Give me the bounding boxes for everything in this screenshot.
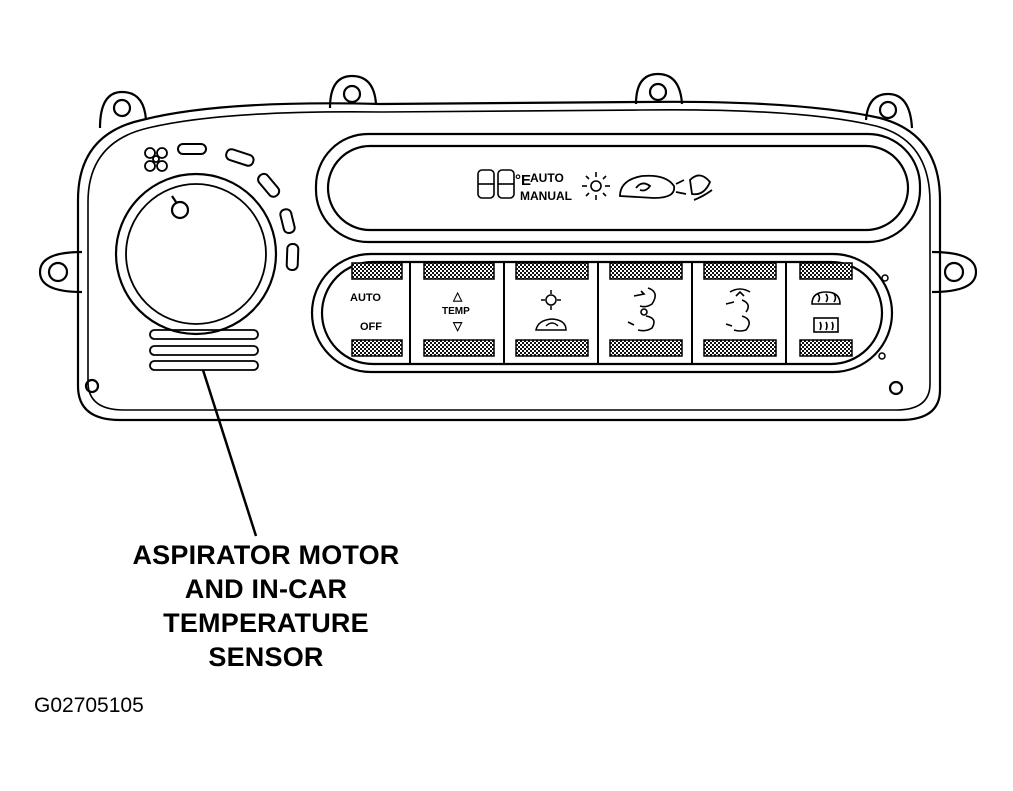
mounting-ear-top-center-right [634, 72, 684, 105]
button-rear-defrost[interactable] [799, 262, 853, 357]
fan-icon [144, 147, 168, 172]
mounting-ear-top-right [864, 92, 914, 129]
recirculation-icon [619, 174, 676, 199]
bezel-inner [87, 109, 931, 411]
temp-button-label: TEMP [442, 306, 470, 317]
button-panel-floor[interactable] [609, 262, 683, 357]
auto-button-label[interactable]: AUTO [350, 292, 381, 304]
button-strip-outer [310, 252, 894, 374]
button-auto-off[interactable]: AUTO OFF [350, 262, 403, 357]
figure-id: G02705105 [34, 694, 144, 717]
screw-hole-bottom-left [84, 378, 100, 394]
mode-manual-text: MANUAL [520, 189, 572, 203]
button-ac-recirc[interactable] [515, 262, 589, 357]
mounting-ear-top-left [98, 90, 148, 129]
display-window-outer [314, 132, 922, 244]
blower-speed-knob[interactable] [114, 172, 278, 336]
display-window-inner [326, 144, 910, 232]
button-strip-inner [320, 260, 884, 366]
indicator-dot-top [881, 274, 889, 282]
button-defrost-floor[interactable] [703, 262, 777, 357]
rear-defrost-icon [813, 317, 839, 333]
mode-auto-text: AUTO [530, 171, 564, 185]
defrost-floor-icon [675, 174, 713, 201]
ac-recirc-icon [535, 290, 567, 331]
front-defrost-icon [811, 291, 841, 305]
button-temp[interactable]: △ TEMP ▽ [423, 262, 495, 357]
temp-down-arrow[interactable]: ▽ [452, 319, 463, 333]
mounting-ear-top-center-left [328, 74, 378, 109]
bezel-outer [76, 100, 942, 422]
callout-line: AND IN-CAR [184, 574, 348, 604]
panel-floor-vent-icon [627, 287, 656, 332]
temp-up-arrow[interactable]: △ [452, 289, 463, 303]
callout-line: TEMPERATURE [163, 608, 369, 638]
fan-speed-segments [177, 143, 300, 271]
screw-hole-bottom-right [888, 380, 904, 396]
aspirator-grille [149, 329, 259, 371]
off-button-label[interactable]: OFF [360, 321, 382, 333]
defrost-floor-vent-icon [725, 288, 751, 332]
degree-unit-text: °E [515, 172, 531, 189]
callout-leader-line [201, 369, 258, 537]
lcd-readout: °E AUTO MANUAL [477, 169, 713, 203]
indicator-dot-bottom [878, 352, 886, 360]
mounting-ear-right [931, 250, 978, 294]
callout-line: SENSOR [208, 642, 324, 672]
ac-snowflake-icon [582, 172, 610, 200]
callout-line: ASPIRATOR MOTOR [132, 540, 400, 570]
mounting-ear-left [38, 250, 83, 294]
aspirator-callout-label: ASPIRATOR MOTOR AND IN-CAR TEMPERATURE S… [96, 538, 436, 674]
